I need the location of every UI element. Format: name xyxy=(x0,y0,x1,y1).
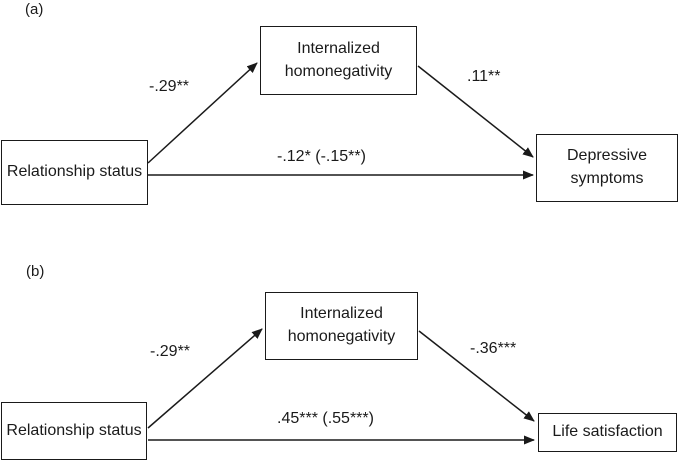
panel-b-coef-predictor-to-mediator: -.29** xyxy=(150,343,191,360)
panel-b-mediator-label: Internalized homonegativity xyxy=(287,305,396,345)
panel-a-coef-direct: -.12* (-.15**) xyxy=(277,148,366,165)
panel-b-mediator-box: Internalized homonegativity xyxy=(265,292,418,360)
panel-b-arrow-predictor-to-mediator xyxy=(147,328,263,429)
panel-a-predictor-label: Relationship status xyxy=(6,163,143,181)
panel-b-predictor-box: Relationship status xyxy=(1,402,147,460)
panel-b-coef-direct: .45*** (.55***) xyxy=(277,410,374,427)
panel-b-label: (b) xyxy=(26,263,45,280)
panel-a-outcome-label: Depressive symptoms xyxy=(566,147,648,187)
panel-b-arrow-mediator-to-outcome xyxy=(418,330,535,422)
panel-a-arrow-mediator-to-outcome xyxy=(417,65,534,158)
panel-a-mediator-box: Internalized homonegativity xyxy=(260,26,417,95)
panel-a-predictor-box: Relationship status xyxy=(1,140,148,205)
panel-a-label: (a) xyxy=(25,1,44,18)
panel-b-predictor-label: Relationship status xyxy=(6,421,142,439)
panel-b-outcome-box: Life satisfaction xyxy=(538,413,677,452)
panel-a-arrow-predictor-to-mediator xyxy=(147,62,258,164)
panel-a-coef-mediator-to-outcome: .11** xyxy=(467,68,501,85)
panel-b-coef-mediator-to-outcome: -.36*** xyxy=(470,340,517,357)
panel-a-coef-predictor-to-mediator: -.29** xyxy=(149,78,190,95)
panel-a-mediator-label: Internalized homonegativity xyxy=(284,39,393,80)
panel-b-outcome-label: Life satisfaction xyxy=(552,423,663,441)
panel-a-outcome-box: Depressive symptoms xyxy=(536,134,678,202)
